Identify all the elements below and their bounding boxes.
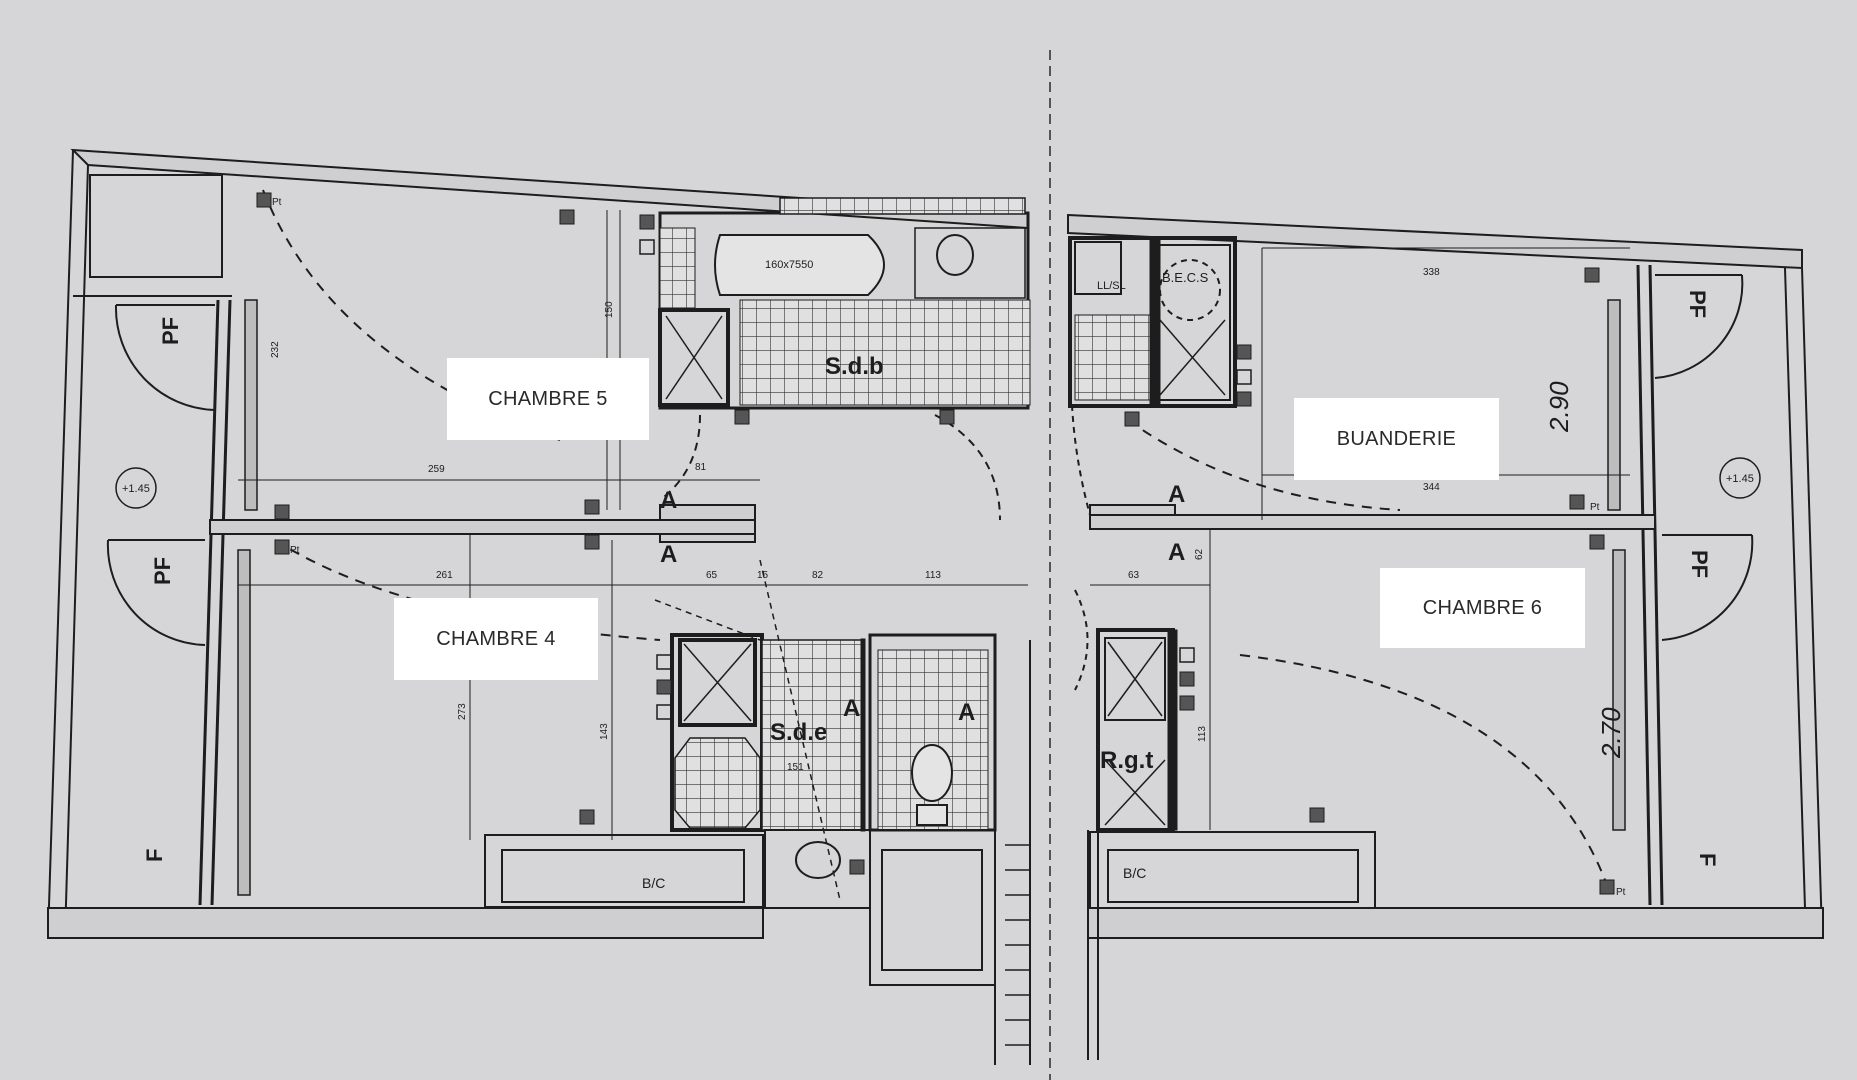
rgt-mark: R.g.t [1100,747,1153,774]
pt-mark: Pt [272,197,282,208]
room-label-chambre-6: CHAMBRE 6 [1380,568,1585,648]
dimension-label: 338 [1423,267,1440,278]
room-label-chambre-4: CHAMBRE 4 [394,598,598,680]
sde-mark: S.d.e [770,719,827,746]
llsl-mark: LL/SL [1097,280,1126,292]
dimension-label: 81 [695,462,707,473]
handwritten-height: 2.90 [1544,381,1574,433]
dimension-label: 150 [604,301,615,318]
plan-text: PF PF F PF PF F S.d.b S.d.e R.g.t B.E.C.… [122,197,1754,898]
door-a-mark: A [1168,481,1185,508]
pt-mark: Pt [290,545,300,556]
dimension-label: 273 [457,703,468,720]
pf-mark: PF [1685,290,1710,318]
handwritten-height: 2.70 [1596,707,1626,759]
dimension-label: 259 [428,464,445,475]
pf-mark: PF [158,317,183,345]
bath-mark: 160x7550 [765,259,813,271]
level-mark: +1.45 [1726,473,1754,485]
dimension-label: 151 [787,762,804,773]
f-mark: F [1695,853,1720,866]
room-label-buanderie: BUANDERIE [1294,398,1499,480]
door-a-mark: A [660,541,677,568]
top-wall [70,148,1029,230]
pt-mark: Pt [1616,887,1626,898]
pf-mark: PF [150,557,175,585]
shaft-box [89,174,223,278]
dimension-label: 65 [706,570,718,581]
dimension-label: 261 [436,570,453,581]
dimension-label: 15 [757,570,769,581]
door-a-mark: A [843,695,860,722]
dimension-label: 82 [812,570,824,581]
left-plan [47,148,1031,1065]
bc-mark: B/C [642,875,665,891]
dimension-label: 62 [1194,548,1205,560]
dimension-label: 232 [270,341,281,358]
door-a-mark: A [1168,539,1185,566]
right-plan [1067,213,1824,1060]
dimension-label: 113 [925,570,941,581]
dimension-label: 113 [1197,726,1208,742]
becs-mark: B.E.C.S [1162,270,1209,285]
room-label-chambre-5: CHAMBRE 5 [447,358,649,440]
pf-mark: PF [1687,550,1712,578]
bc-mark: B/C [1123,865,1146,881]
dimension-label: 143 [599,723,610,740]
pt-mark: Pt [1590,502,1600,513]
door-a-mark: A [958,699,975,726]
sdb-mark: S.d.b [825,353,884,380]
door-a-mark: A [660,487,677,514]
level-mark: +1.45 [122,483,150,495]
dimension-label: 344 [1423,482,1440,493]
bottom-wall [47,907,764,939]
dimension-label: 63 [1128,570,1140,581]
f-mark: F [142,849,167,862]
